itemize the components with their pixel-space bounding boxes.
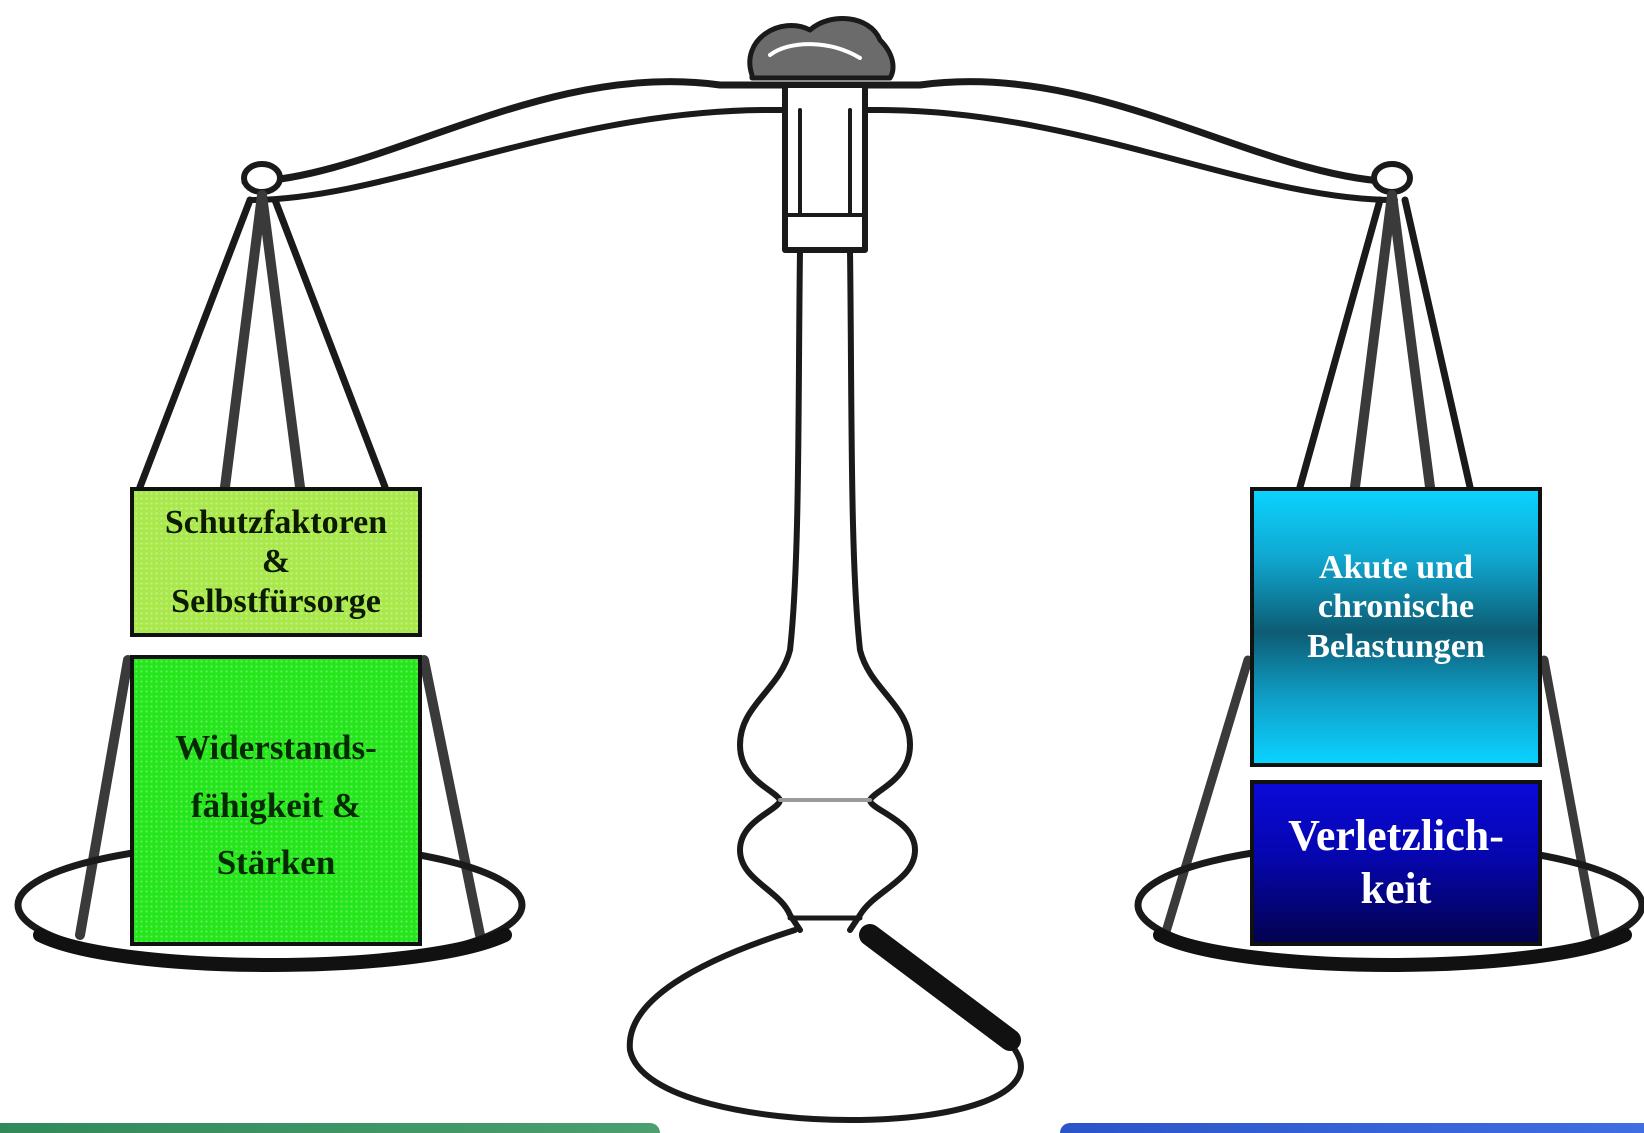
right-pan-strings [1160, 190, 1600, 940]
resilience-line-1: Widerstands- [175, 727, 377, 767]
scale-base [626, 927, 1024, 1123]
resilience-line-3: Stärken [216, 843, 336, 883]
left-pan-strings [75, 190, 485, 940]
protective-factors-box: Schutzfaktoren & Selbstfürsorge [130, 487, 422, 637]
stress-burden-line-1: Akute und [1318, 549, 1473, 587]
stress-burden-line-3: Belastungen [1307, 627, 1485, 665]
protective-factors-line-2: & [261, 543, 291, 581]
resilience-box: Widerstands- fähigkeit & Stärken [130, 655, 422, 946]
vulnerability-box: Verletzlich- keit [1250, 780, 1542, 946]
scale-ornament [747, 16, 896, 81]
vulnerability-line-2: keit [1360, 864, 1432, 913]
scale-column-head [782, 82, 868, 253]
protective-factors-line-3: Selbstfürsorge [171, 582, 381, 620]
stress-burden-line-2: chronische [1317, 588, 1475, 626]
footer-band-left [0, 1123, 660, 1133]
vulnerability-line-1: Verletzlich- [1288, 811, 1504, 861]
protective-factors-line-1: Schutzfaktoren [164, 504, 388, 542]
footer-band-right [1060, 1123, 1644, 1133]
resilience-line-2: fähigkeit & [190, 785, 362, 825]
scale-column [737, 247, 803, 933]
stress-burden-box: Akute und chronische Belastungen [1250, 487, 1542, 767]
